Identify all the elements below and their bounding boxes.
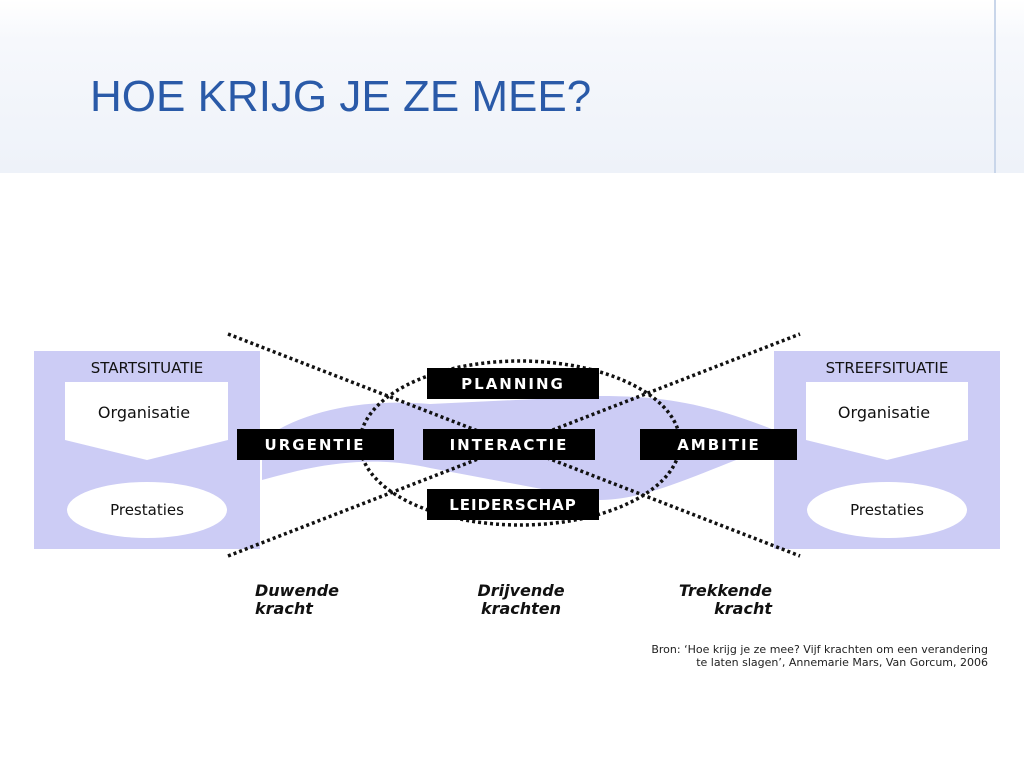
start-performance-ellipse (67, 482, 227, 538)
goal-performance-label: Prestaties (850, 501, 924, 519)
start-heading: STARTSITUATIE (91, 359, 204, 377)
urgency-box (237, 429, 394, 460)
pushing-force-line-2: kracht (255, 599, 314, 618)
goal-heading: STREEFSITUATIE (826, 359, 949, 377)
leadership-box (427, 489, 599, 520)
driving-forces-line-1: Drijvende (477, 581, 564, 600)
start-performance-label: Prestaties (110, 501, 184, 519)
start-situation-panel: STARTSITUATIE Organisatie Prestaties (34, 351, 260, 549)
source-note-line-1: Bron: ‘Hoe krijg je ze mee? Vijf krachte… (651, 643, 988, 656)
planning-label: PLANNING (461, 375, 565, 393)
interaction-box (423, 429, 595, 460)
goal-situation-panel: STREEFSITUATIE Organisatie Prestaties (774, 351, 1000, 549)
start-organisation-shape (65, 382, 228, 460)
pulling-force-line-1: Trekkende (679, 581, 772, 600)
pushing-force-line-1: Duwende (255, 581, 339, 600)
planning-box (427, 368, 599, 399)
header-band (0, 0, 1024, 173)
goal-organisation-label: Organisatie (838, 403, 930, 422)
goal-performance-ellipse (807, 482, 967, 538)
leadership-label: LEIDERSCHAP (449, 496, 577, 514)
source-note-line-2: te laten slagen’, Annemarie Mars, Van Go… (696, 656, 988, 669)
urgency-label: URGENTIE (265, 436, 366, 454)
goal-organisation-shape (806, 382, 968, 460)
driving-forces-line-2: krachten (481, 599, 561, 618)
ambition-label: AMBITIE (677, 436, 761, 454)
slide-title: HOE KRIJG JE ZE MEE? (90, 72, 592, 121)
header-divider (994, 0, 996, 173)
ambition-box (640, 429, 797, 460)
interaction-label: INTERACTIE (450, 436, 569, 454)
start-organisation-label: Organisatie (98, 403, 190, 422)
pulling-force-line-2: kracht (714, 599, 773, 618)
